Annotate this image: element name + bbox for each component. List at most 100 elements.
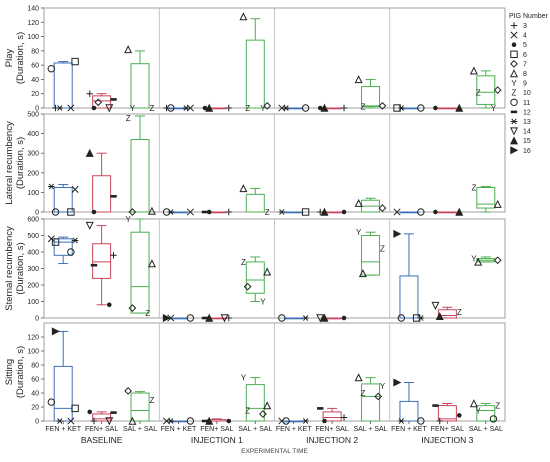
data-point — [341, 209, 347, 215]
data-point — [110, 411, 117, 414]
data-point — [90, 263, 98, 267]
data-point: Z — [149, 396, 154, 405]
data-point — [493, 86, 502, 95]
box-iqr — [92, 95, 112, 109]
legend-entry: 12 — [510, 109, 531, 116]
data-point: Y — [260, 104, 266, 113]
data-point — [320, 103, 329, 112]
data-point — [282, 417, 290, 425]
data-point — [205, 103, 214, 112]
y-tick-label: 100 — [27, 34, 39, 41]
data-point — [225, 208, 232, 216]
data-point — [51, 208, 60, 216]
legend-title: PIG Number — [509, 13, 549, 20]
data-point — [455, 103, 464, 112]
data-point: Z — [476, 88, 481, 97]
y-tick-label: 40 — [31, 77, 39, 84]
data-point — [220, 314, 229, 323]
data-point — [239, 12, 248, 21]
data-point — [86, 90, 93, 97]
x-tick-label: FEN + KET — [276, 426, 312, 433]
box — [245, 18, 265, 109]
data-point: Z — [360, 389, 365, 398]
box-iqr — [130, 231, 150, 314]
y-axis-label: Sitting — [4, 359, 15, 385]
x-group-label: INJECTION 2 — [306, 435, 358, 445]
data-point — [317, 407, 324, 410]
y-tick-label: 200 — [27, 170, 39, 177]
data-point — [56, 105, 64, 111]
box — [284, 211, 304, 214]
data-point — [206, 209, 212, 215]
box — [245, 187, 265, 213]
box — [399, 211, 419, 214]
legend-entry: 13 — [510, 118, 531, 126]
data-point — [489, 415, 498, 423]
data-point — [87, 409, 93, 415]
y-tick-label: 300 — [27, 151, 39, 158]
data-point: Z — [126, 114, 131, 123]
x-tick-label: SAL + SAL — [353, 426, 387, 433]
box — [361, 231, 381, 276]
data-point — [226, 418, 232, 424]
data-point — [263, 267, 272, 276]
data-point: Z — [380, 245, 385, 254]
data-point — [278, 209, 286, 215]
x-tick-label: FEN+ SAL — [315, 426, 348, 433]
data-point: Y — [130, 104, 136, 113]
data-point — [469, 399, 478, 408]
y-tick-label: 400 — [27, 131, 39, 138]
legend-marker — [510, 59, 518, 68]
data-point — [167, 104, 175, 112]
data-point — [186, 208, 194, 216]
data-point — [239, 184, 248, 193]
data-point — [167, 418, 175, 424]
data-point — [354, 373, 363, 382]
y-axis-label: Sternal recumbency — [4, 226, 15, 311]
x-group-label: BASELINE — [81, 435, 123, 445]
legend-marker — [509, 69, 519, 78]
data-point — [147, 259, 156, 268]
data-point — [474, 257, 483, 266]
data-point — [128, 416, 137, 425]
data-point — [278, 314, 286, 322]
data-point — [433, 209, 438, 215]
data-point: Z — [495, 402, 500, 411]
legend-marker — [509, 136, 519, 145]
data-point — [167, 314, 175, 322]
legend-label: 14 — [523, 129, 531, 136]
y-tick-label: 60 — [31, 63, 39, 70]
data-point — [358, 269, 367, 278]
legend-label: 6 — [523, 52, 527, 59]
data-point — [301, 208, 310, 216]
data-point — [469, 66, 478, 75]
legend-label: 12 — [523, 109, 531, 116]
x-tick-label: FEN+ SAL — [431, 426, 464, 433]
data-point — [110, 195, 117, 198]
data-point — [162, 313, 171, 323]
y-tick-label: 100 — [27, 349, 39, 356]
legend-entry: 5 — [511, 42, 527, 49]
box-iqr — [476, 187, 496, 209]
legend-label: 4 — [523, 33, 527, 40]
data-point — [186, 417, 195, 425]
y-tick-label: 120 — [27, 335, 39, 342]
data-point — [393, 229, 402, 238]
y-tick-label: 100 — [27, 299, 39, 306]
y-tick-label: 20 — [31, 91, 39, 98]
data-point — [67, 208, 75, 216]
data-point — [56, 418, 64, 424]
data-point — [47, 398, 56, 406]
x-tick-label: FEN+ SAL — [85, 426, 118, 433]
data-point: Y — [241, 374, 247, 383]
data-point — [397, 314, 406, 322]
data-point — [205, 313, 214, 322]
legend-label: 10 — [523, 90, 531, 97]
box — [399, 233, 419, 319]
data-point — [302, 418, 309, 424]
data-point: Z — [471, 184, 476, 193]
legend-entry: 14 — [509, 127, 531, 136]
